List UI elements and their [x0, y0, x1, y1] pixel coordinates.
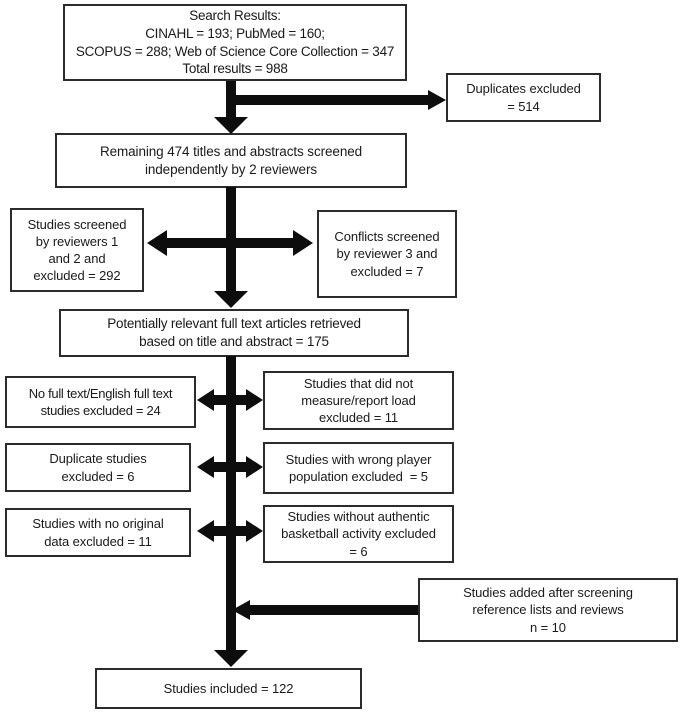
arrow-right-icon — [246, 389, 263, 411]
box-conflicts-reviewer-3: Conflicts screened by reviewer 3 and exc… — [317, 210, 457, 298]
arrow-down-icon — [214, 117, 248, 134]
arrow-fulltext-to-included-shaft — [226, 356, 236, 652]
box-duplicates-excluded: Duplicates excluded = 514 — [446, 73, 601, 122]
arrow-right-icon — [293, 230, 313, 256]
box-search-results: Search Results: CINAHL = 193; PubMed = 1… — [63, 4, 407, 81]
box-screened-reviewers-1-2: Studies screened by reviewers 1 and 2 an… — [10, 208, 144, 292]
arrow-right-icon — [428, 90, 446, 110]
box-reference-list-additions: Studies added after screening reference … — [418, 578, 678, 642]
arrow-exclusion-row3-shaft — [214, 526, 246, 536]
box-studies-included: Studies included = 122 — [95, 668, 362, 709]
box-remaining-screened: Remaining 474 titles and abstracts scree… — [55, 133, 407, 188]
arrow-left-icon — [232, 600, 250, 620]
box-wrong-player-population: Studies with wrong player population exc… — [263, 442, 454, 494]
box-no-load-measure: Studies that did not measure/report load… — [263, 371, 454, 430]
arrow-exclusion-row1-shaft — [214, 395, 246, 405]
box-duplicate-studies: Duplicate studies excluded = 6 — [5, 443, 191, 492]
arrow-exclusion-row2-shaft — [214, 462, 246, 472]
box-no-full-text: No full text/English full text studies e… — [5, 376, 196, 428]
box-no-authentic-basketball: Studies without authentic basketball act… — [263, 505, 454, 563]
box-no-original-data: Studies with no original data excluded =… — [5, 508, 191, 557]
arrow-down-icon — [214, 650, 248, 667]
arrow-down-icon — [214, 291, 248, 308]
arrow-references-to-spine-shaft — [250, 605, 418, 615]
arrow-left-icon — [147, 230, 167, 256]
arrow-to-duplicates-shaft — [231, 95, 428, 105]
arrow-cross-screening-shaft — [167, 238, 294, 248]
arrow-left-icon — [197, 456, 214, 478]
arrow-left-icon — [197, 389, 214, 411]
arrow-right-icon — [246, 520, 263, 542]
box-full-text-retrieved: Potentially relevant full text articles … — [59, 309, 409, 357]
arrow-right-icon — [246, 456, 263, 478]
arrow-left-icon — [197, 520, 214, 542]
